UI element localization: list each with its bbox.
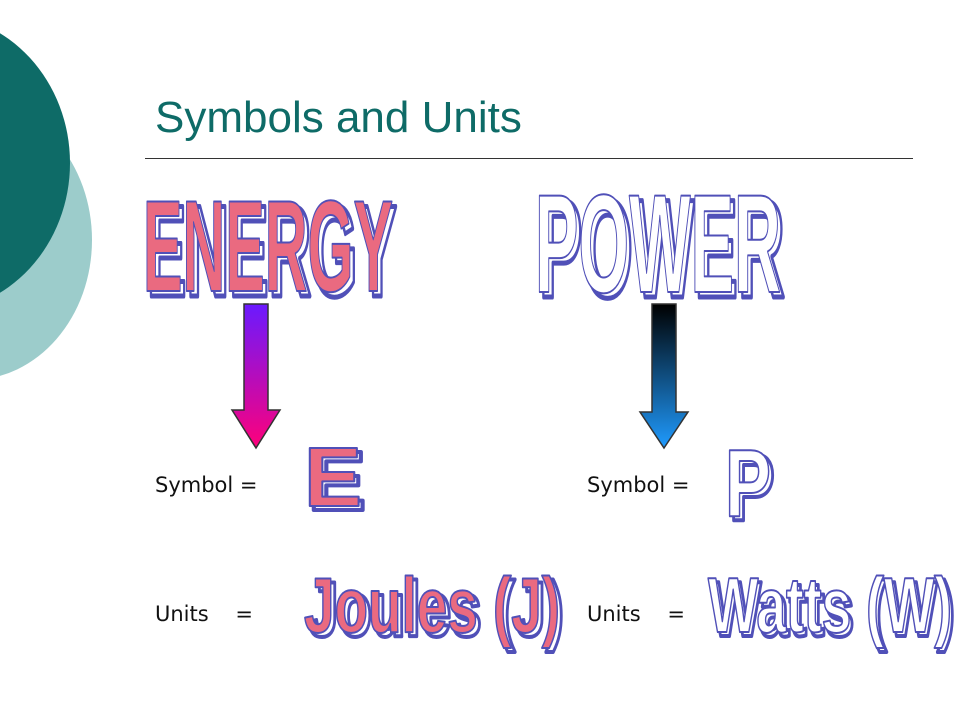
energy-symbol-label: Symbol = (155, 473, 258, 497)
svg-text:POWER: POWER (535, 165, 781, 322)
power-symbol-value: P P (724, 429, 777, 543)
svg-text:P: P (729, 434, 775, 541)
svg-text:POWER: POWER (539, 170, 785, 327)
svg-text:Watts (W): Watts (W) (711, 565, 955, 653)
power-units-value: Watts (W) Watts (W) (707, 560, 957, 655)
svg-text:E: E (308, 434, 366, 528)
svg-text:ENERGY: ENERGY (147, 178, 397, 324)
svg-text:Joules (J): Joules (J) (304, 561, 560, 649)
power-symbol-label: Symbol = (587, 473, 690, 497)
energy-units-label: Units = (155, 602, 253, 626)
energy-units-value: Joules (J) Joules (J) (303, 560, 566, 655)
power-heading: POWER POWER (534, 164, 788, 330)
energy-down-arrow (230, 303, 282, 450)
title-divider (145, 158, 913, 159)
energy-heading: ENERGY ENERGY (142, 172, 400, 327)
power-down-arrow (638, 303, 690, 450)
svg-text:E: E (304, 430, 362, 524)
svg-text:Joules (J): Joules (J) (308, 565, 564, 653)
svg-text:Watts (W): Watts (W) (708, 561, 952, 649)
energy-symbol-value: E E (303, 429, 368, 530)
svg-text:P: P (725, 430, 771, 537)
svg-text:ENERGY: ENERGY (143, 173, 393, 319)
slide-title: Symbols and Units (155, 93, 522, 142)
power-units-label: Units = (587, 602, 685, 626)
